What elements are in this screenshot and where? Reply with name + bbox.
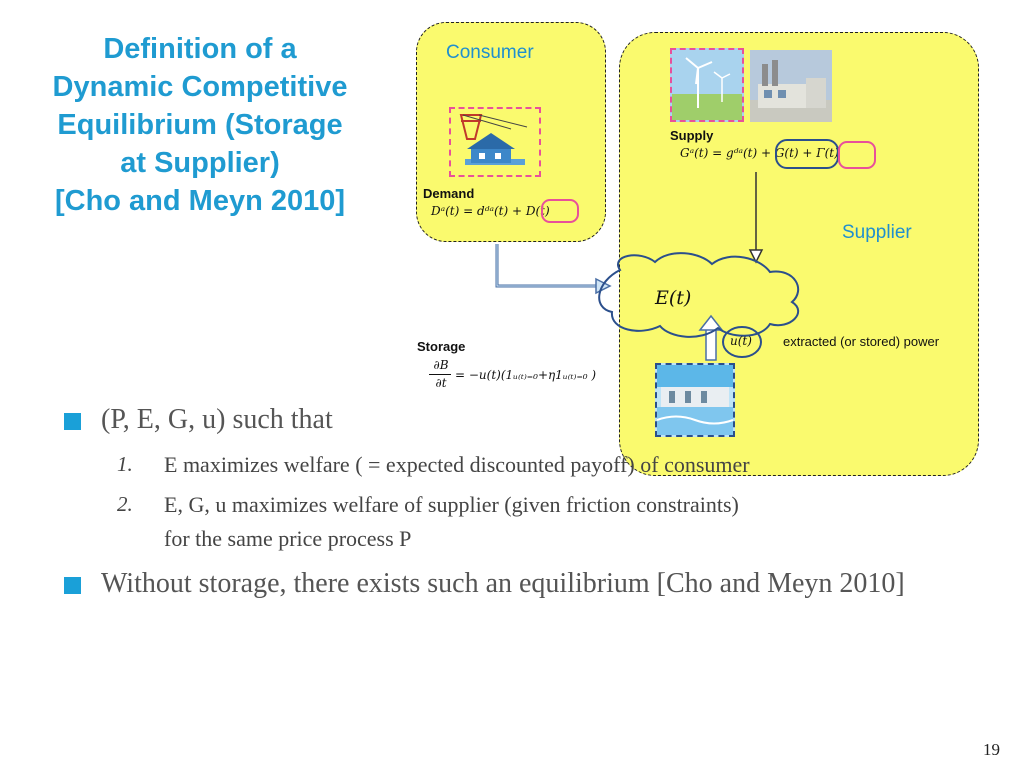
sub-item-1-text: E maximizes welfare ( = expected discoun… [164, 452, 750, 477]
title-line-3: Equilibrium (Storage [57, 109, 343, 141]
wind-turbine-icon [670, 48, 744, 122]
demand-equation: Dᵃ(t) = dᵈᵃ(t) + D(t) [431, 204, 550, 218]
slide-title: Definition of a Dynamic Competitive Equi… [10, 30, 390, 220]
title-line-4: at Supplier) [120, 147, 280, 179]
consumer-label: Consumer [446, 42, 534, 63]
storage-eq-numerator: ∂B [433, 358, 449, 372]
sub-item-2-line-1: E, G, u maximizes welfare of supplier (g… [164, 492, 739, 517]
title-line-2: Dynamic Competitive [52, 71, 348, 103]
sub-item-1-number: 1. [117, 452, 133, 476]
u-label: u(t) [730, 334, 752, 348]
supply-equation: Gᵃ(t) = gᵈᵃ(t) + G(t) + Γ(t) [680, 146, 839, 160]
storage-eq-denominator: ∂t [435, 376, 447, 390]
page-number: 19 [983, 740, 1000, 759]
supply-label: Supply [670, 128, 714, 143]
house-power-icon [459, 114, 528, 165]
power-plant-icon [750, 50, 832, 122]
bullet-marker-1 [64, 413, 81, 430]
bullet-marker-2 [64, 577, 81, 594]
bullet-2-text: Without storage, there exists such an eq… [101, 568, 905, 599]
bullet-1-text: (P, E, G, u) such that [101, 404, 333, 435]
cloud-label: E(t) [655, 287, 692, 309]
extracted-label: extracted (or stored) power [783, 334, 940, 349]
storage-label: Storage [417, 339, 466, 354]
sub-item-2-line-2: for the same price process P [164, 526, 412, 551]
demand-icon-frame [449, 107, 541, 177]
supplier-label: Supplier [842, 222, 912, 243]
hydro-dam-icon [655, 363, 735, 437]
demand-label: Demand [423, 186, 475, 201]
storage-equation: = −u(t)(1ᵤ₍ₜ₎₌₀+η1ᵤ₍ₜ₎₌₀ ) [455, 368, 597, 382]
sub-item-2-number: 2. [117, 492, 133, 516]
demand-D-highlight [541, 199, 579, 223]
fraction-bar [429, 374, 451, 375]
supply-gamma-highlight [838, 141, 876, 169]
title-line-1: Definition of a [103, 33, 297, 65]
title-line-5: [Cho and Meyn 2010] [54, 185, 346, 217]
